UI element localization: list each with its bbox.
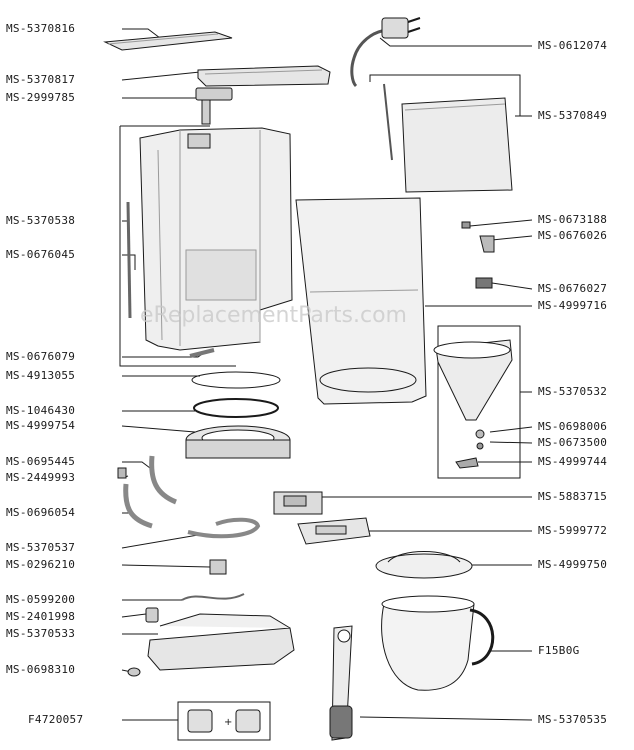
part-label: MS-5370532 [538,385,608,398]
part-label: F4720057 [28,713,84,726]
part-label: MS-0698310 [6,663,76,676]
part-shower-head [195,87,233,125]
part-label: MS-0673500 [538,436,608,449]
part-fuse-kit: + [177,701,271,741]
svg-text:+: + [224,717,232,728]
part-hose-2 [123,483,153,529]
part-label: MS-2401998 [6,610,76,623]
part-drip-stop-spring [455,429,485,469]
part-label: MS-5883715 [538,490,608,503]
part-base [147,613,295,671]
part-electronic-board [273,491,323,515]
part-label: MS-4913055 [6,369,76,382]
part-thermostat [209,559,227,575]
part-label: MS-5370817 [6,73,76,86]
part-label: MS-4999744 [538,455,608,468]
part-label: MS-5370816 [6,22,76,35]
leader-lines-left [121,28,211,721]
part-label: MS-0676026 [538,229,608,242]
part-small-pipe [189,348,215,358]
part-rear-panel [383,83,513,193]
part-carafe-lid [375,551,473,579]
part-label: MS-0695445 [6,455,76,468]
part-control-panel [297,517,371,545]
leader-lines-right [119,37,533,721]
part-label: MS-5370538 [6,214,76,227]
part-hose-1 [149,455,178,505]
part-switch [479,235,495,253]
part-water-tank [295,197,427,405]
part-wire [181,593,245,601]
part-label: MS-0676079 [6,350,76,363]
part-label: MS-2999785 [6,91,76,104]
part-main-housing [139,127,293,351]
part-carafe [381,595,495,691]
part-heating-plate [185,425,291,459]
part-side-rod [126,201,132,319]
part-label: MS-0676027 [538,282,608,295]
part-label: MS-5370537 [6,541,76,554]
part-small-clip [117,467,127,479]
part-filter-holder [433,339,513,421]
part-label: MS-0612074 [538,39,608,52]
part-label: MS-2449993 [6,471,76,484]
part-label: MS-5370535 [538,713,608,726]
part-hinge-cover [197,65,331,87]
part-gasket-1 [191,371,281,389]
part-foot [127,667,141,677]
part-label: MS-0698006 [538,420,608,433]
part-heating-element [187,517,261,539]
part-connector [475,277,493,289]
part-label: MS-5370533 [6,627,76,640]
part-level-gauge [329,625,353,741]
part-label: MS-4999750 [538,558,608,571]
part-label: MS-4999716 [538,299,608,312]
part-label: MS-0696054 [6,506,76,519]
part-label: MS-4999754 [6,419,76,432]
part-label: MS-0673188 [538,213,608,226]
part-label: MS-0676045 [6,248,76,261]
part-label: MS-0599200 [6,593,76,606]
part-label: F15B0G [538,644,580,657]
part-power-cord [350,17,421,88]
part-label: MS-5999772 [538,524,608,537]
part-label: MS-1046430 [6,404,76,417]
part-top-lid [103,31,233,51]
part-screw [461,221,471,229]
part-label: MS-5370849 [538,109,608,122]
part-gasket-2 [193,398,279,418]
part-small-cap [145,607,159,623]
part-label: MS-0296210 [6,558,76,571]
watermark-text: eReplacementParts.com [140,303,407,328]
